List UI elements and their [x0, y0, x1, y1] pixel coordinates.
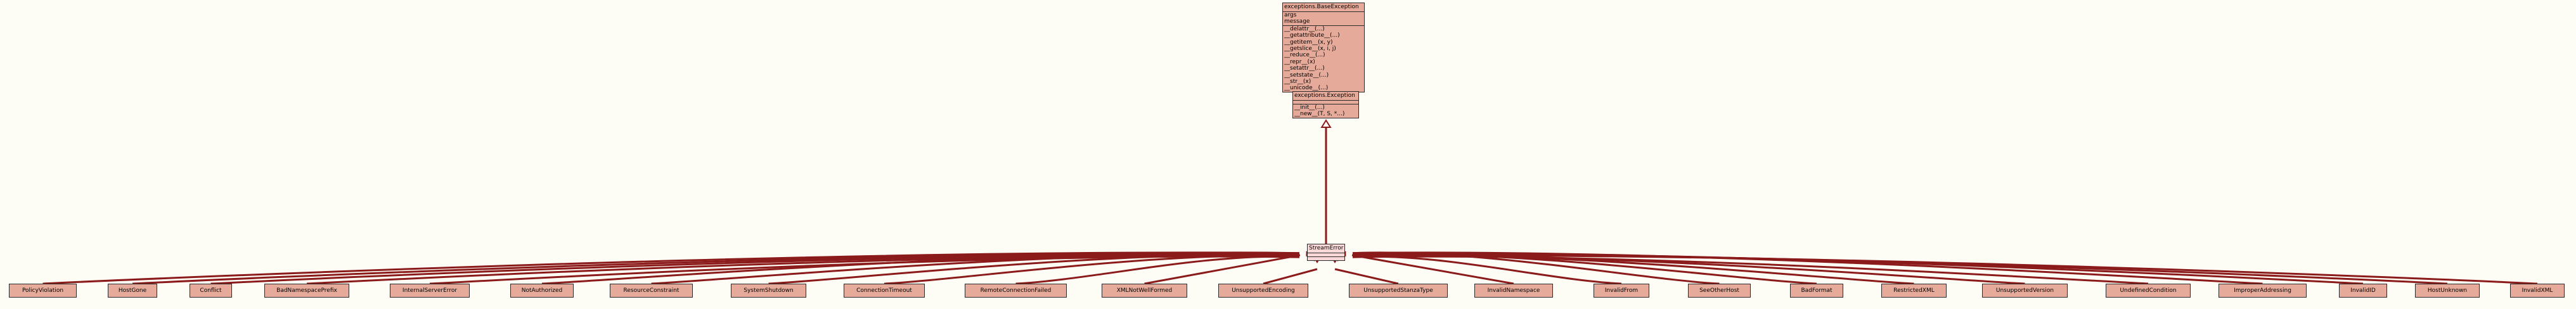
- class-name-policyviolation: PolicyViolation: [22, 287, 64, 294]
- class-box-unsupportedversion[interactable]: UnsupportedVersion: [1982, 284, 2068, 298]
- class-name-hostunknown: HostUnknown: [2427, 287, 2468, 294]
- generalization-edge: [132, 252, 1300, 285]
- class-name-invalidfrom: InvalidFrom: [1604, 287, 1639, 294]
- class-operations-exception: __init__(...)__new__(T, S, *...): [1293, 104, 1358, 118]
- generalization-edge: [1144, 254, 1301, 285]
- generalization-arrowhead: [1320, 119, 1332, 128]
- class-box-policyviolation[interactable]: PolicyViolation: [9, 284, 77, 298]
- class-box-systemshutdown[interactable]: SystemShutdown: [731, 284, 806, 298]
- class-box-invalidnamespace[interactable]: InvalidNamespace: [1474, 284, 1553, 298]
- class-box-invalidxml[interactable]: InvalidXML: [2510, 284, 2565, 298]
- class-operations-base-exception: __delattr__(...)__getattribute__(...)__g…: [1283, 25, 1364, 92]
- class-box-hostgone[interactable]: HostGone: [108, 284, 157, 298]
- class-name-invalidid: InvalidID: [2350, 287, 2376, 294]
- class-name-hostgone: HostGone: [118, 287, 147, 294]
- generalization-edge: [1351, 254, 1514, 285]
- generalization-edge: [1352, 252, 2364, 285]
- class-name-resourceconstraint: ResourceConstraint: [623, 287, 679, 294]
- class-operation: __str__(x): [1284, 79, 1311, 85]
- generalization-edge: [1352, 255, 2025, 285]
- class-box-stream-error[interactable]: StreamError: [1307, 244, 1345, 261]
- class-box-remoteconnectionfailed[interactable]: RemoteConnectionFailed: [965, 284, 1067, 298]
- class-name-conflict: Conflict: [200, 287, 222, 294]
- generalization-edge: [1352, 251, 1720, 285]
- class-name-unsupportedversion: UnsupportedVersion: [1995, 287, 2054, 294]
- class-name-unsupportedencoding: UnsupportedEncoding: [1232, 287, 1295, 294]
- class-box-hostunknown[interactable]: HostUnknown: [2415, 284, 2480, 298]
- class-box-restrictedxml[interactable]: RestrictedXML: [1881, 284, 1947, 298]
- generalization-edge: [884, 255, 1300, 285]
- class-box-exception[interactable]: exceptions.Exception __init__(...)__new_…: [1292, 91, 1359, 118]
- class-box-connectiontimeout[interactable]: ConnectionTimeout: [844, 284, 925, 298]
- class-name-undefinedcondition: UndefinedCondition: [2120, 287, 2177, 294]
- class-name-notauthorized: NotAuthorized: [521, 287, 563, 294]
- class-name-xmlnotwellformed: XMLNotWellFormed: [1116, 287, 1173, 294]
- class-operation: __getitem__(x, y): [1284, 39, 1333, 46]
- class-operation: __init__(...): [1294, 104, 1325, 111]
- class-box-improperaddressing[interactable]: ImproperAddressing: [2219, 284, 2307, 298]
- generalization-edge: [1263, 268, 1318, 285]
- class-operations-stream-error: [1308, 256, 1344, 260]
- class-name-internalservererror: InternalServerError: [402, 287, 458, 294]
- class-name-stream-error: StreamError: [1309, 245, 1344, 251]
- class-name-unsupportedstanzatype: UnsupportedStanzaType: [1363, 287, 1433, 294]
- class-name-remoteconnectionfailed: RemoteConnectionFailed: [980, 287, 1052, 294]
- generalization-edge: [1352, 253, 2448, 285]
- class-box-conflict[interactable]: Conflict: [190, 284, 232, 298]
- generalization-edge: [306, 255, 1300, 285]
- class-name-badformat: BadFormat: [1801, 287, 1832, 294]
- class-name-base-exception: exceptions.BaseException: [1284, 4, 1359, 10]
- class-attribute: message: [1284, 18, 1310, 25]
- generalization-edge: [429, 255, 1300, 285]
- generalization-edge: [1015, 255, 1300, 285]
- class-box-unsupportedencoding[interactable]: UnsupportedEncoding: [1218, 284, 1308, 298]
- class-box-notauthorized[interactable]: NotAuthorized: [510, 284, 574, 298]
- generalization-edge: [1352, 255, 2149, 285]
- class-operation: __new__(T, S, *...): [1294, 111, 1345, 118]
- generalization-edge: [210, 253, 1300, 285]
- class-operation: __repr__(x): [1284, 58, 1315, 65]
- class-name-exception: exceptions.Exception: [1294, 92, 1355, 99]
- class-box-resourceconstraint[interactable]: ResourceConstraint: [610, 284, 693, 298]
- class-attributes-stream-error: [1308, 253, 1344, 256]
- class-name-seeotherhost: SeeOtherHost: [1699, 287, 1739, 294]
- class-operation: __reduce__(...): [1284, 52, 1325, 59]
- class-box-xmlnotwellformed[interactable]: XMLNotWellFormed: [1102, 284, 1187, 298]
- class-attribute: args: [1284, 12, 1297, 18]
- class-operation: __getattribute__(...): [1284, 32, 1340, 39]
- class-box-badnamespaceprefix[interactable]: BadNamespacePrefix: [264, 284, 349, 298]
- class-box-undefinedcondition[interactable]: UndefinedCondition: [2106, 284, 2191, 298]
- generalization-edge: [1334, 268, 1399, 285]
- class-name-restrictedxml: RestrictedXML: [1893, 287, 1935, 294]
- class-name-systemshutdown: SystemShutdown: [744, 287, 794, 294]
- generalization-edge: [1352, 251, 2263, 285]
- class-name-improperaddressing: ImproperAddressing: [2234, 287, 2291, 294]
- class-box-invalidfrom[interactable]: InvalidFrom: [1594, 284, 1649, 298]
- class-operation: __unicode__(...): [1284, 85, 1329, 92]
- generalization-edge: [541, 251, 1300, 285]
- class-name-invalidxml: InvalidXML: [2521, 287, 2553, 294]
- class-name-badnamespaceprefix: BadNamespacePrefix: [276, 287, 337, 294]
- class-name-invalidnamespace: InvalidNamespace: [1487, 287, 1540, 294]
- class-box-badformat[interactable]: BadFormat: [1790, 284, 1843, 298]
- generalization-edge: [1352, 255, 2538, 285]
- class-operation: __delattr__(...): [1284, 25, 1325, 32]
- class-operation: __setattr__(...): [1284, 65, 1325, 72]
- class-operation: __getslice__(x, i, j): [1284, 46, 1336, 53]
- generalization-edge: [1352, 252, 1817, 285]
- class-box-internalservererror[interactable]: InternalServerError: [390, 284, 470, 298]
- class-attributes-exception: [1293, 100, 1358, 104]
- generalization-edge: [768, 253, 1300, 285]
- class-box-invalidid[interactable]: InvalidID: [2339, 284, 2387, 298]
- class-name-connectiontimeout: ConnectionTimeout: [856, 287, 912, 294]
- generalization-edge: [42, 251, 1300, 285]
- generalization-edge: [1352, 255, 1622, 285]
- class-box-seeotherhost[interactable]: SeeOtherHost: [1688, 284, 1751, 298]
- generalization-edge: [1352, 253, 1914, 285]
- class-operation: __setstate__(...): [1284, 72, 1329, 79]
- generalization-edge: [651, 252, 1300, 285]
- class-box-unsupportedstanzatype[interactable]: UnsupportedStanzaType: [1349, 284, 1448, 298]
